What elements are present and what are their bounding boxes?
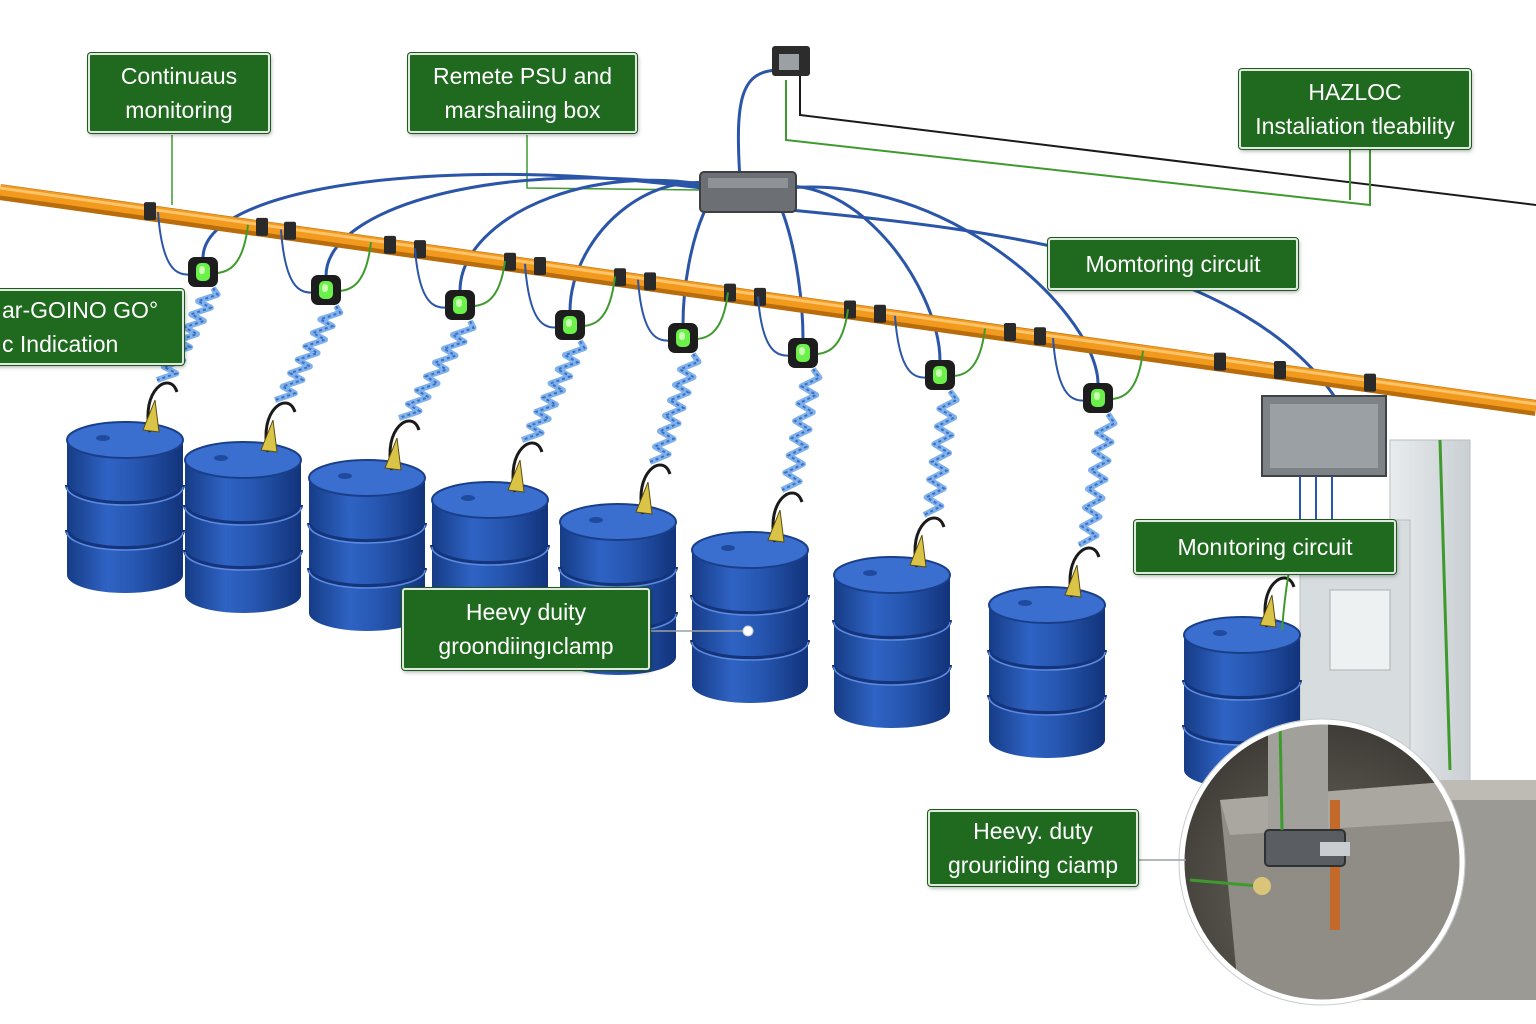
cable-clip bbox=[384, 235, 396, 254]
label-line: Monıtoring circuit bbox=[1177, 534, 1353, 560]
drum-icon bbox=[987, 585, 1107, 760]
cable-clip bbox=[256, 217, 268, 236]
indicator-module-icon bbox=[668, 323, 698, 353]
grounding-clamp-icon bbox=[635, 481, 653, 515]
psu-box bbox=[736, 46, 810, 181]
coiled-cable bbox=[398, 319, 477, 421]
indicator-module-icon bbox=[311, 275, 341, 305]
coiled-cable bbox=[781, 368, 821, 491]
drum-icon bbox=[65, 420, 185, 595]
cable-clip bbox=[534, 256, 546, 275]
cable-clip bbox=[144, 202, 156, 221]
label-line: Heevy duity bbox=[465, 599, 587, 625]
label-heavy-duty-clamp-center: Heevy duity groondiingıclamp bbox=[402, 588, 650, 670]
label-monitoring-circuit-top: Momtoring circuit bbox=[1048, 238, 1298, 290]
drum-icon bbox=[832, 555, 952, 730]
label-line: Heevy. duty bbox=[973, 818, 1093, 844]
label-monitoring-circuit-right: Monıtoring circuit bbox=[1134, 520, 1396, 574]
label-line: Remete PSU and bbox=[433, 63, 612, 89]
cable-clip bbox=[754, 287, 766, 306]
cable-clip bbox=[1034, 327, 1046, 346]
coiled-cable bbox=[923, 390, 959, 516]
cable-clip bbox=[1004, 323, 1016, 342]
label-line: marshaiing box bbox=[444, 97, 601, 123]
drum-icon bbox=[690, 530, 810, 705]
cable-clip bbox=[844, 300, 856, 319]
label-continuous-monitoring: Continuaus monitoring bbox=[88, 53, 270, 133]
coiled-cable bbox=[520, 339, 588, 443]
coiled-cable bbox=[274, 304, 344, 403]
cable-clip bbox=[414, 240, 426, 259]
grounding-clamp-icon bbox=[1064, 564, 1082, 598]
indicator-module-icon bbox=[925, 360, 955, 390]
drum-icon bbox=[183, 440, 303, 615]
coiled-cable bbox=[649, 353, 701, 463]
coiled-cable bbox=[274, 305, 342, 401]
indicator-module-icon bbox=[555, 310, 585, 340]
label-heavy-duty-clamp-bottom: Heevy. duty grouriding ciamp bbox=[928, 810, 1138, 886]
junction-box bbox=[1261, 395, 1387, 520]
grounding-clamp-icon bbox=[260, 419, 278, 453]
psu-leader-line bbox=[526, 135, 703, 191]
grounding-clamp-icon bbox=[1259, 594, 1277, 628]
cable-clip bbox=[284, 221, 296, 240]
grounding-clamp-icon bbox=[507, 459, 525, 493]
indicator-module-icon bbox=[445, 290, 475, 320]
grounding-clamp-icon bbox=[142, 399, 160, 433]
label-remote-psu: Remete PSU and marshaiing box bbox=[408, 53, 637, 133]
cable-clip bbox=[724, 283, 736, 302]
cable-clip bbox=[874, 304, 886, 323]
grounding-inset bbox=[1178, 718, 1466, 1006]
cable-clip bbox=[644, 272, 656, 291]
label-line: grouriding ciamp bbox=[947, 852, 1119, 878]
cable-clip bbox=[1274, 361, 1286, 379]
label-line: Momtoring circuit bbox=[1085, 251, 1261, 277]
label-line: groondiingıclamp bbox=[438, 633, 614, 659]
indicator-module-icon bbox=[1083, 383, 1113, 413]
cable-clip bbox=[614, 268, 626, 287]
hazloc-wire-green bbox=[785, 80, 1371, 207]
wall-ground-wire bbox=[1438, 439, 1452, 771]
cable-clip bbox=[504, 252, 516, 271]
label-hazloc: HAZLOC Instaliation tleability bbox=[1239, 69, 1471, 149]
label-go-nogo-indication: ar-GOINO GO° c Indication bbox=[0, 289, 184, 365]
label-line: ar-GOINO GO° bbox=[2, 297, 159, 323]
marshalling-box bbox=[699, 171, 797, 213]
coiled-cable bbox=[1078, 413, 1116, 546]
indicator-module-icon bbox=[788, 338, 818, 368]
cable-clip bbox=[1214, 352, 1226, 371]
grounding-clamp-icon bbox=[767, 509, 785, 543]
label-line: Instaliation tleability bbox=[1255, 113, 1455, 139]
label-line: c Indication bbox=[2, 331, 119, 357]
indicator-module-icon bbox=[188, 257, 218, 287]
grounding-clamp-icon bbox=[909, 534, 927, 568]
cable-clip bbox=[1364, 373, 1376, 392]
label-line: monitoring bbox=[125, 97, 233, 123]
label-line: Continuaus bbox=[120, 63, 238, 89]
grounding-clamp-icon bbox=[384, 437, 402, 471]
bus-cable bbox=[0, 184, 1536, 416]
label-line: HAZLOC bbox=[1308, 79, 1402, 105]
hazloc-wire-black bbox=[799, 70, 1536, 206]
